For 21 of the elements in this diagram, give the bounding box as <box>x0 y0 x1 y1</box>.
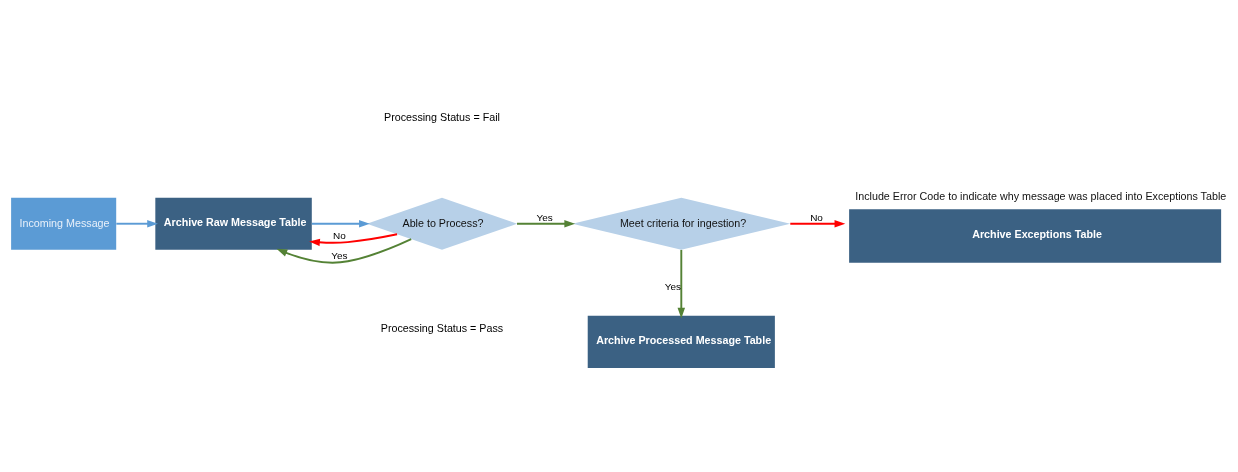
node-diamond: Able to Process? <box>366 197 518 250</box>
edge-label: Yes <box>536 211 553 223</box>
arrow <box>276 238 413 264</box>
arrow <box>311 219 370 228</box>
node-box: Archive Exceptions Table <box>849 209 1222 263</box>
node-box: Incoming Message <box>11 197 117 250</box>
node-label: Include Error Code to indicate why message was placed into Exceptions Table <box>855 190 1227 203</box>
arrow <box>677 248 686 319</box>
arrow <box>789 219 846 228</box>
arrow <box>115 219 158 228</box>
label: Processing Status = Fail <box>384 110 500 123</box>
arrow <box>516 219 576 228</box>
node-box: Archive Processed Message Table <box>587 315 775 368</box>
arrow <box>309 233 399 247</box>
label: Processing Status = Pass <box>380 322 504 335</box>
node-box: Archive Raw Message Table <box>155 197 312 250</box>
edge-label: Yes <box>664 281 681 293</box>
edge-label: No <box>810 211 823 223</box>
edge-label: Yes <box>331 249 348 261</box>
node-diamond: Meet criteria for ingestion? <box>572 197 791 250</box>
edge-label: No <box>333 230 346 242</box>
